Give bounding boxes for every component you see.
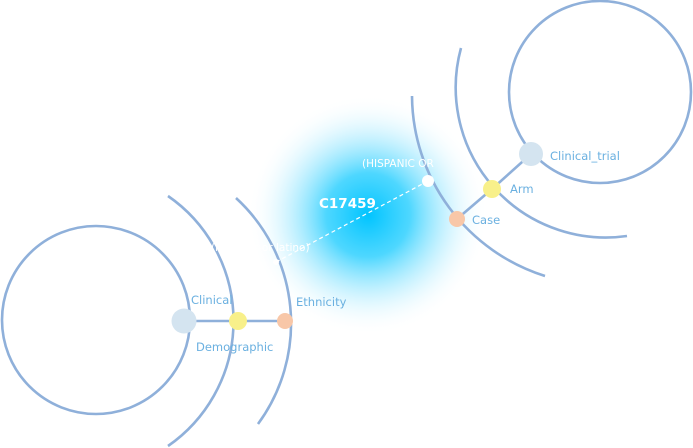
- node-clinical-trial[interactable]: [519, 142, 543, 166]
- arm-label: Arm: [510, 182, 534, 196]
- node-ethnicity[interactable]: [277, 313, 293, 329]
- value-left-label: (hispanic or latino): [211, 242, 310, 254]
- value-link: [275, 180, 429, 263]
- node-value-right[interactable]: [422, 175, 434, 187]
- left-outer-arc: [235, 197, 293, 425]
- node-clinical[interactable]: [171, 308, 197, 334]
- case-label: Case: [472, 213, 500, 227]
- value-right-label: (HISPANIC OR: [362, 158, 434, 170]
- right-outer-arc: [410, 95, 546, 278]
- clinical-trial-label: Clinical_trial: [550, 149, 620, 163]
- ethnicity-label: Ethnicity: [296, 295, 347, 309]
- left-inner-ring: [0, 224, 192, 416]
- node-arm[interactable]: [483, 180, 501, 198]
- demographic-label: Demographic: [196, 340, 273, 354]
- node-demographic[interactable]: [229, 312, 247, 330]
- right-inner-ring: [507, 0, 693, 185]
- node-case[interactable]: [449, 211, 465, 227]
- center-glow: [248, 95, 488, 335]
- clinical-label: Clinical: [191, 293, 232, 307]
- center-code-label: C17459: [319, 196, 376, 212]
- node-value-left[interactable]: [273, 259, 279, 265]
